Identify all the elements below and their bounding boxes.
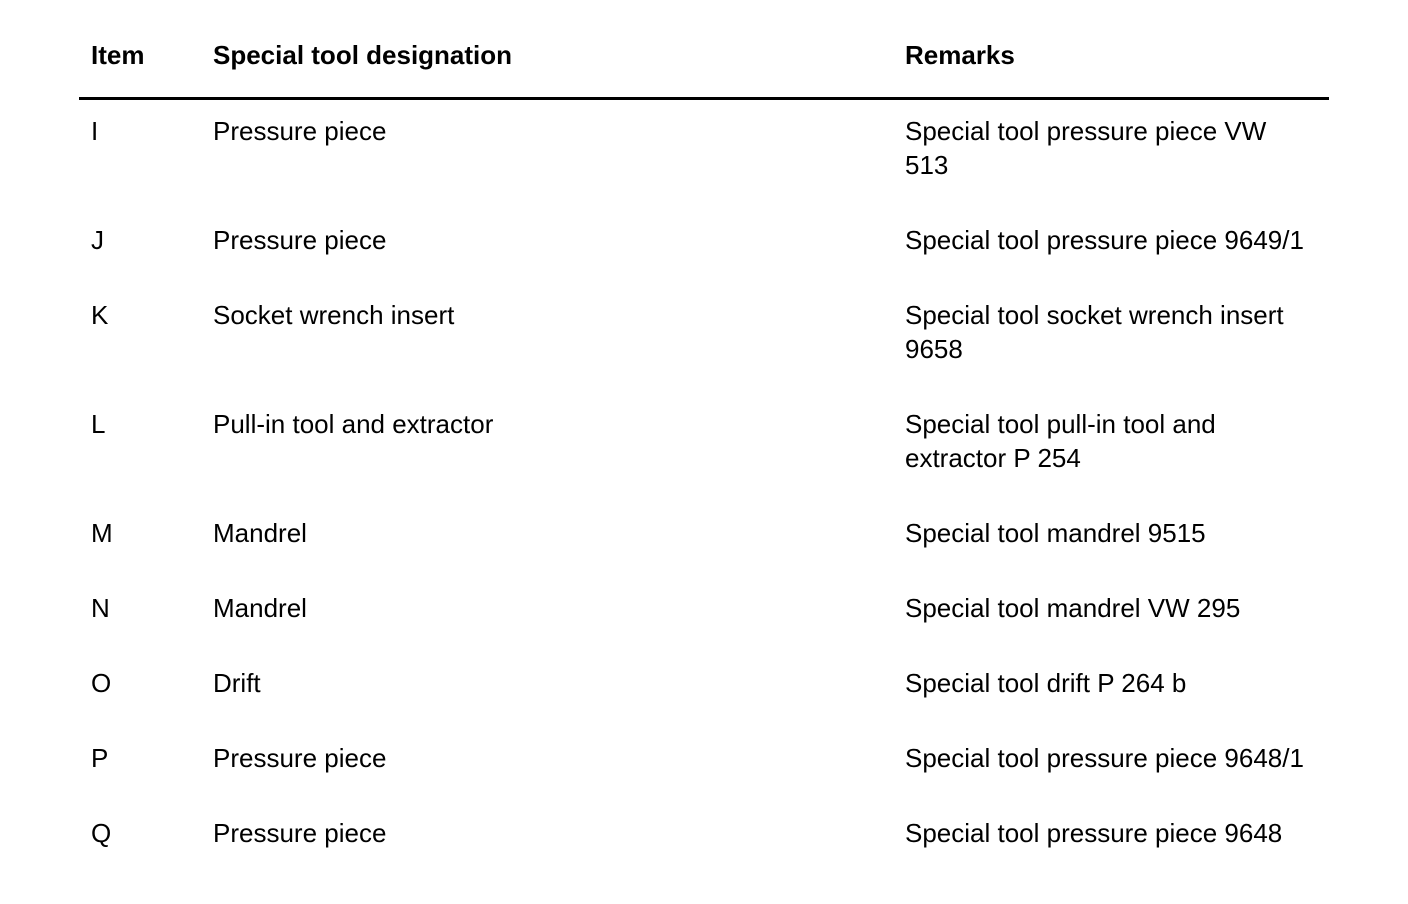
table-row: M Mandrel Special tool mandrel 9515 [79,516,1329,591]
table-row: N Mandrel Special tool mandrel VW 295 [79,591,1329,666]
designation-cell: Pull-in tool and extractor [213,409,494,439]
remarks-cell: Special tool pressure piece 9649/1 [905,225,1304,255]
designation-cell: Socket wrench insert [213,300,455,330]
remarks-cell: Special tool mandrel 9515 [905,518,1206,548]
table-row: J Pressure piece Special tool pressure p… [79,223,1329,298]
table-row: K Socket wrench insert Special tool sock… [79,298,1329,407]
remarks-cell: Special tool pull-in tool and extractor … [905,409,1216,473]
item-cell: J [91,225,104,255]
table-row: O Drift Special tool drift P 264 b [79,666,1329,741]
item-cell: L [91,409,106,439]
item-cell: Q [91,818,112,848]
designation-cell: Pressure piece [213,818,387,848]
column-header-designation: Special tool designation [213,38,905,100]
designation-cell: Drift [213,668,261,698]
remarks-cell: Special tool pressure piece VW 513 [905,116,1267,180]
designation-cell: Pressure piece [213,743,387,773]
item-cell: I [91,116,99,146]
column-header-item: Item [79,38,213,100]
remarks-cell: Special tool pressure piece 9648 [905,818,1283,848]
remarks-cell: Special tool mandrel VW 295 [905,593,1241,623]
item-cell: M [91,518,113,548]
table-row: I Pressure piece Special tool pressure p… [79,99,1329,224]
remarks-cell: Special tool socket wrench insert 9658 [905,300,1284,364]
remarks-cell: Special tool drift P 264 b [905,668,1187,698]
item-cell: K [91,300,109,330]
column-header-remarks: Remarks [905,38,1329,100]
designation-cell: Mandrel [213,518,307,548]
table-header-row: Item Special tool designation Remarks [79,38,1329,100]
designation-cell: Pressure piece [213,116,387,146]
table-row: Q Pressure piece Special tool pressure p… [79,816,1329,891]
special-tools-table: Item Special tool designation Remarks I … [79,38,1329,891]
designation-cell: Mandrel [213,593,307,623]
table-row: P Pressure piece Special tool pressure p… [79,741,1329,816]
item-cell: P [91,743,109,773]
item-cell: O [91,668,112,698]
designation-cell: Pressure piece [213,225,387,255]
table-row: L Pull-in tool and extractor Special too… [79,407,1329,516]
remarks-cell: Special tool pressure piece 9648/1 [905,743,1304,773]
item-cell: N [91,593,110,623]
